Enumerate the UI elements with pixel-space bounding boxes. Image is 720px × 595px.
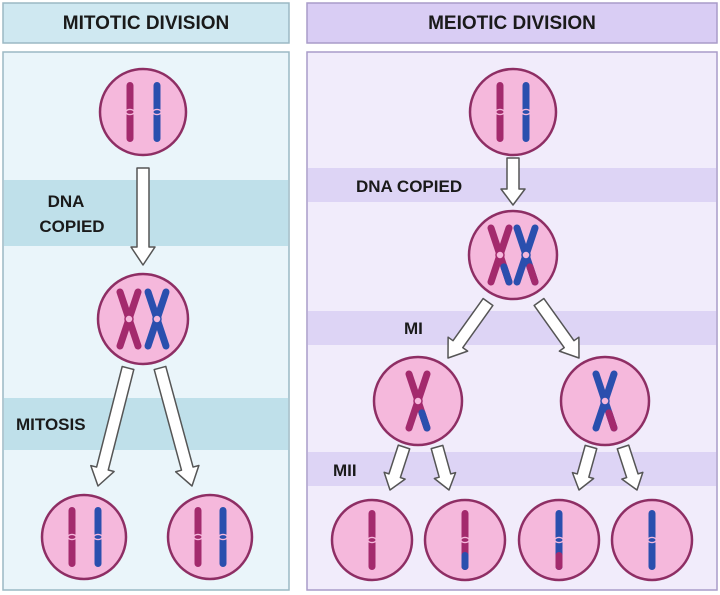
meiotic-mi-cell-1 — [372, 355, 464, 447]
meiotic-parent-cell — [468, 67, 558, 157]
mitotic-cells — [40, 67, 254, 581]
arrow — [571, 444, 598, 491]
arrow — [90, 365, 135, 487]
mitotic-daughter-cell-2 — [166, 493, 254, 581]
mitotic-parent-cell — [98, 67, 188, 157]
mitotic-panel: MITOTIC DIVISION DNA COPIED MITOSIS — [2, 2, 290, 591]
replicated-chromosome — [144, 288, 170, 350]
mitotic-replicated-cell — [96, 272, 190, 366]
replicated-chromosome — [513, 224, 539, 286]
replicated-chromosome — [405, 370, 431, 432]
meiotic-cells — [330, 67, 694, 582]
meiotic-band-mi — [308, 311, 716, 345]
chromosome — [67, 507, 77, 567]
arrow — [383, 444, 411, 491]
chromosome — [125, 82, 135, 142]
meiotic-step-mii: MII — [333, 461, 357, 480]
replicated-chromosome — [487, 224, 513, 286]
arrow — [130, 167, 156, 266]
arrow — [153, 365, 200, 487]
arrow — [616, 444, 644, 491]
meiotic-band-mii — [308, 452, 716, 486]
meiotic-gamete-3 — [517, 498, 601, 582]
mitotic-daughter-cell-1 — [40, 493, 128, 581]
cell-membrane — [467, 209, 559, 301]
mitotic-band-mitosis — [4, 398, 288, 450]
meiotic-replicated-cell — [467, 209, 559, 301]
mitotic-header — [2, 2, 290, 44]
cell-membrane — [166, 493, 254, 581]
arrow — [447, 297, 494, 359]
arrow — [500, 157, 526, 206]
cell-membrane — [468, 67, 558, 157]
meiotic-gamete-4 — [610, 498, 694, 582]
meiotic-panel: MEIOTIC DIVISION DNA COPIED MI MII — [306, 2, 718, 591]
replicated-chromosome — [592, 370, 618, 432]
mitotic-title: MITOTIC DIVISION — [63, 13, 229, 34]
arrow — [533, 297, 580, 359]
chromosome — [193, 507, 203, 567]
meiotic-step-dna: DNA COPIED — [356, 177, 462, 196]
chromosome — [93, 507, 103, 567]
chromosome — [647, 510, 657, 570]
mitotic-step-dna-line2: COPIED — [39, 217, 104, 236]
cell-membrane — [96, 272, 190, 366]
cell-membrane — [98, 67, 188, 157]
mitotic-step-mitosis: MITOSIS — [16, 415, 86, 434]
meiotic-arrows — [383, 157, 644, 491]
chromosome — [152, 82, 162, 142]
replicated-chromosome — [116, 288, 142, 350]
chromosome — [367, 510, 377, 570]
chromosome — [218, 507, 228, 567]
chromosome — [521, 82, 531, 142]
meiotic-header — [306, 2, 718, 44]
mitotic-step-dna-line1: DNA — [48, 192, 85, 211]
meiotic-title: MEIOTIC DIVISION — [428, 13, 596, 34]
chromosome — [460, 510, 470, 570]
meiotic-mi-cell-2 — [559, 355, 651, 447]
meiotic-step-mi: MI — [404, 319, 423, 338]
mitotic-arrows — [90, 167, 200, 487]
arrow — [430, 444, 457, 491]
chromosome — [554, 510, 564, 570]
meiotic-gamete-2 — [423, 498, 507, 582]
cell-membrane — [40, 493, 128, 581]
meiotic-gamete-1 — [330, 498, 414, 582]
chromosome — [495, 82, 505, 142]
